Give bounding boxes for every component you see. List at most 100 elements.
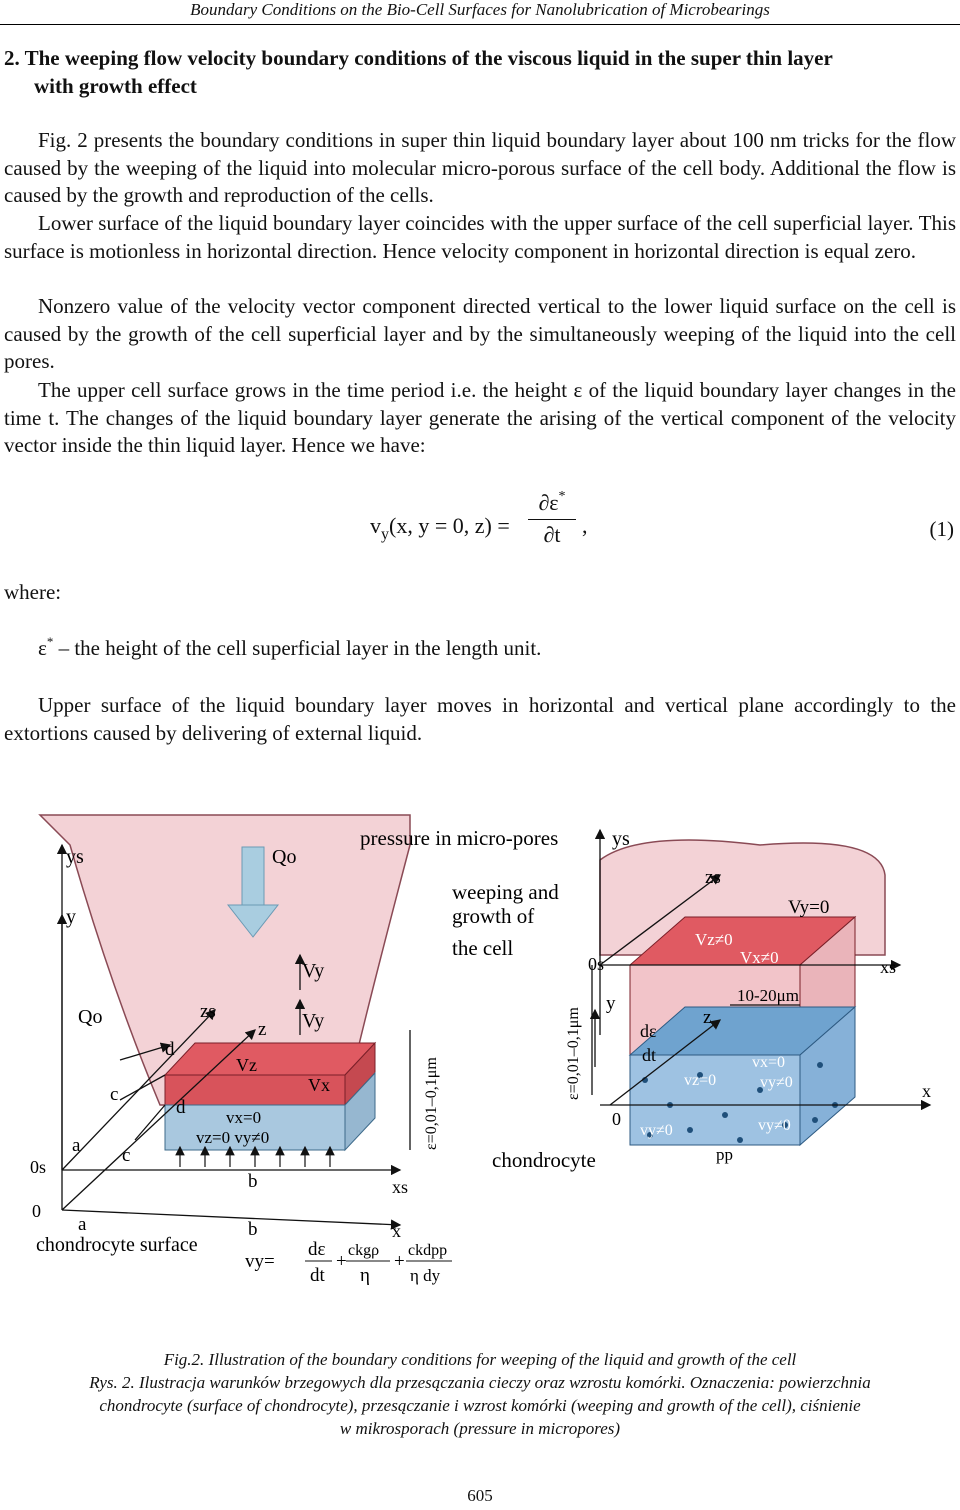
right-vy0-label: Vy=0 [788, 897, 829, 918]
right-vz0-label: vz=0 [684, 1072, 716, 1089]
left-epsilon-range: ε=0,01–0,1μm [423, 1057, 440, 1150]
left-vy2-label: Vy [302, 1010, 324, 1032]
left-a1-label: a [72, 1135, 81, 1156]
right-vy2-label: vy≠0 [640, 1122, 673, 1139]
right-vy-label: vy≠0 [760, 1074, 793, 1091]
equation-lhs: vy(x, y = 0, z) = [370, 513, 510, 543]
equation-1: vy(x, y = 0, z) = ∂ε* ∂t , (1) [0, 489, 960, 570]
equation-fraction: ∂ε* ∂t [528, 489, 576, 548]
chondrocyte-surface-label: chondrocyte surface [36, 1234, 198, 1256]
formula-t3-den: η dy [410, 1266, 441, 1285]
left-d2-label: d [176, 1097, 186, 1118]
cell-layer-side [344, 1071, 376, 1152]
weeping-line-1: weeping and [452, 880, 559, 904]
paragraph-4: The upper cell surface grows in the time… [4, 378, 956, 457]
right-ys-label: ys [612, 828, 630, 850]
pressure-label: pressure in micro-pores [360, 826, 558, 850]
formula-t2-num: ckgρ [348, 1242, 379, 1259]
paragraph-1: Fig. 2 presents the boundary conditions … [4, 128, 956, 207]
right-epsilon-range: ε=0,01–0,1μm [565, 1007, 582, 1100]
figure-illustration: ys y Qo Qo Vy Vy zs z d d c c a a b b Vz… [30, 814, 932, 1286]
formula-t2-den: η [360, 1265, 370, 1286]
epsilon-symbol: ε [38, 636, 47, 660]
left-axes [56, 843, 411, 1230]
left-a2-label: a [78, 1214, 87, 1235]
left-b2-label: b [248, 1219, 258, 1240]
formula-t3-num: ckdpp [408, 1242, 447, 1259]
right-y-label: y [606, 993, 616, 1014]
left-ys-label: ys [66, 846, 84, 868]
right-xs-label: xs [880, 957, 896, 977]
left-y-label: y [66, 906, 76, 928]
running-header: Boundary Conditions on the Bio-Cell Surf… [0, 0, 960, 25]
left-xs-label: xs [392, 1177, 408, 1197]
formula-t1-num: dε [308, 1239, 326, 1260]
left-c1-label: c [110, 1084, 118, 1105]
epsilon-description: – the height of the cell superficial lay… [53, 636, 542, 660]
left-b1-label: b [248, 1171, 258, 1192]
right-vx0-label: vx=0 [752, 1054, 785, 1071]
left-vz0-vy-label: vz=0 vy≠0 [196, 1128, 269, 1147]
chondrocyte-label: chondrocyte [492, 1148, 596, 1172]
left-0s-label: 0s [30, 1157, 46, 1177]
right-axes [589, 828, 932, 1111]
formula-lhs: vy= [245, 1251, 275, 1272]
right-vy3-label: vy≠0 [758, 1117, 791, 1134]
equation-denominator: ∂t [543, 522, 561, 547]
right-cell-side [799, 1005, 856, 1147]
formula-t1-den: dt [310, 1265, 326, 1286]
right-vz-label: Vz≠0 [695, 930, 733, 949]
equation-number: (1) [929, 517, 955, 541]
equation-numerator: ∂ε [538, 490, 559, 515]
left-diagram: ys y Qo Qo Vy Vy zs z d d c c a a b b Vz… [30, 814, 440, 1256]
right-range-label: 10-20μm [737, 986, 799, 1005]
paragraph-5: Upper surface of the liquid boundary lay… [4, 693, 956, 745]
formula-plus-1: + [336, 1251, 347, 1272]
inflow-arrow-body [241, 846, 265, 906]
right-pp-label: pp [716, 1145, 733, 1164]
up-arrows [175, 1145, 335, 1167]
left-qo-left-label: Qo [78, 1006, 102, 1028]
left-qo-top-label: Qo [272, 846, 296, 868]
formula-plus-2: + [394, 1251, 405, 1272]
paragraph-3: Nonzero value of the velocity vector com… [4, 294, 956, 373]
left-vz-label: Vz [236, 1055, 257, 1075]
right-de-label: dε [640, 1021, 657, 1041]
section-title: 2. The weeping flow velocity boundary co… [4, 44, 954, 100]
caption-line-3: chondrocyte (surface of chondrocyte), pr… [99, 1396, 861, 1415]
caption-line-1: Fig.2. Illustration of the boundary cond… [163, 1350, 797, 1369]
where-label: where: [4, 580, 62, 604]
page-number: 605 [467, 1486, 493, 1505]
figure-2: ys y Qo Qo Vy Vy zs z d d c c a a b b Vz… [0, 805, 960, 1315]
weeping-line-3: the cell [452, 936, 513, 960]
left-z-label: z [258, 1019, 266, 1040]
left-vx0-label: vx=0 [226, 1108, 261, 1127]
epsilon-definition: ε* – the height of the cell superficial … [38, 634, 542, 661]
inflow-arrow-icon [226, 904, 280, 938]
top-layer-face [163, 1042, 377, 1076]
right-0-label: 0 [612, 1109, 621, 1129]
left-c2-label: c [122, 1145, 130, 1166]
equation-star: * [558, 489, 566, 504]
right-vx-label: Vx≠0 [740, 948, 779, 967]
left-vy1-label: Vy [302, 960, 324, 982]
section-title-line-1: 2. The weeping flow velocity boundary co… [4, 46, 833, 70]
caption-line-4: w mikrosporach (pressure in micropores) [339, 1419, 621, 1438]
caption-line-2: Rys. 2. Ilustracja warunków brzegowych d… [89, 1373, 871, 1392]
right-dt-label: dt [642, 1045, 656, 1065]
equation-comma: , [582, 513, 588, 538]
velocity-formula: vy= dε dt + ckgρ η + ckdpp η dy [245, 1239, 452, 1286]
left-x-label: x [392, 1221, 401, 1241]
weeping-line-2: growth of [452, 904, 534, 928]
left-d1-label: d [165, 1039, 175, 1060]
right-x-label: x [922, 1081, 931, 1101]
right-diagram: ys zs Vy=0 Vz≠0 Vx≠0 0s xs y 10-20μm z d… [565, 828, 932, 1164]
left-0-label: 0 [32, 1201, 41, 1221]
paragraph-2: Lower surface of the liquid boundary lay… [4, 211, 956, 263]
section-title-line-2: with growth effect [34, 74, 197, 98]
right-z-label: z [703, 1007, 711, 1028]
left-zs-label: zs [200, 1001, 216, 1022]
right-zs-label: zs [705, 867, 721, 888]
epsilon-star: * [46, 634, 54, 649]
left-vx-label: Vx [308, 1075, 330, 1095]
